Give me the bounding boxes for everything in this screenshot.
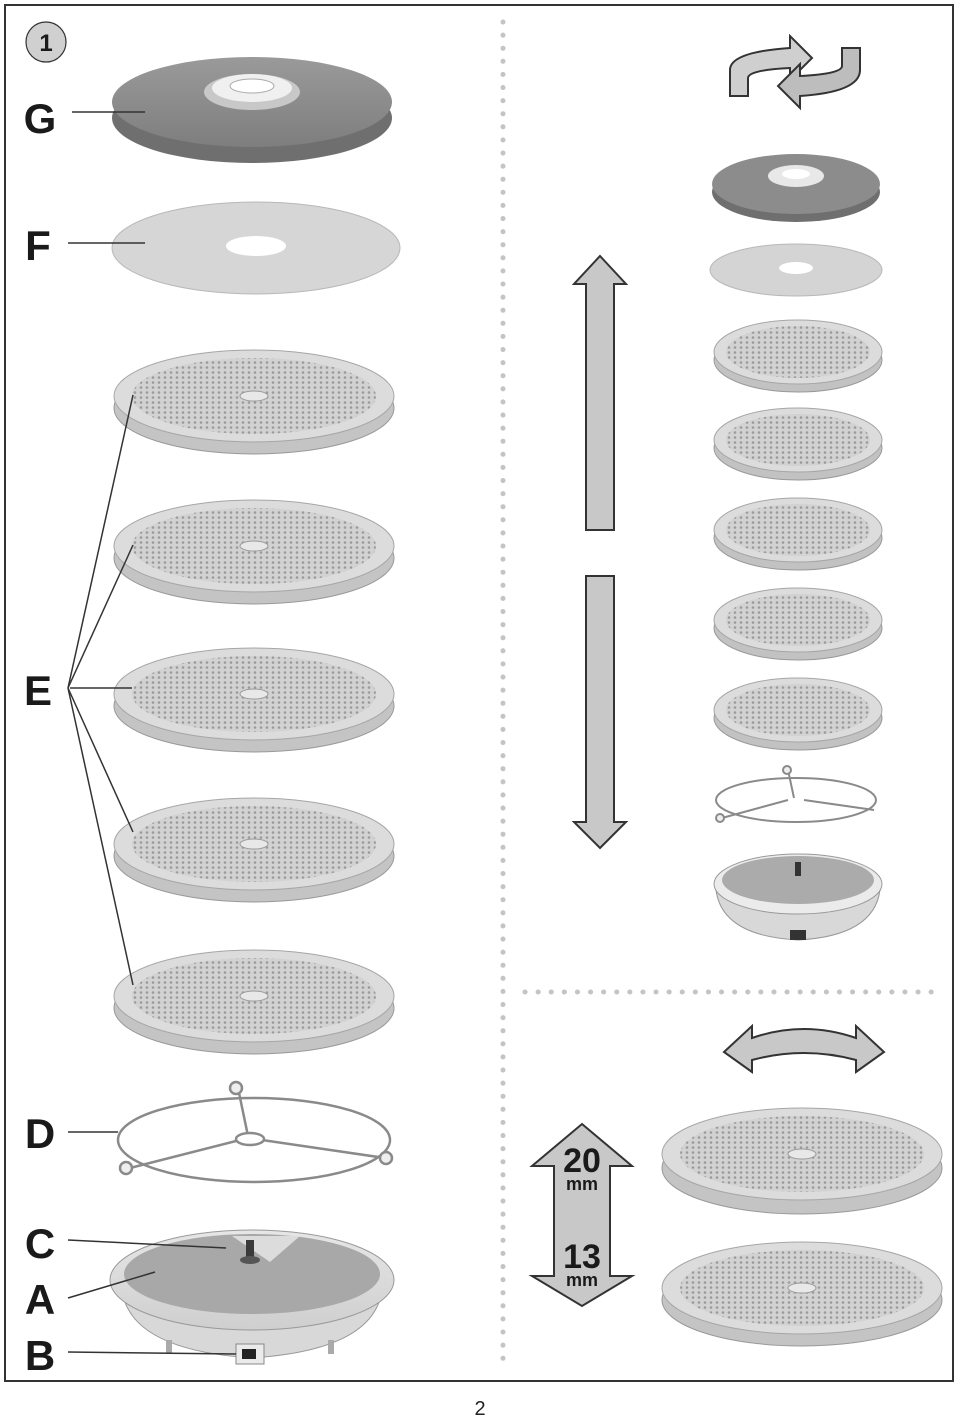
leader-lines xyxy=(67,111,237,1355)
spacing-tray-top xyxy=(661,1107,943,1215)
spacing-high-unit: mm xyxy=(566,1174,598,1194)
stack-tray-5 xyxy=(713,677,883,751)
tray-e-2 xyxy=(113,499,395,605)
figure-number: 1 xyxy=(39,30,52,57)
stack-tray-3 xyxy=(713,497,883,571)
stack-tray-2 xyxy=(713,407,883,481)
stack-sheet xyxy=(709,243,883,297)
spacing-high-value: 20 xyxy=(563,1142,601,1180)
label-e: E xyxy=(24,667,52,714)
tray-e-3 xyxy=(113,647,395,753)
wire-stand-d xyxy=(116,1080,394,1184)
sheet-f xyxy=(111,201,401,295)
height-arrow-icon xyxy=(528,1122,636,1308)
tray-e-4 xyxy=(113,797,395,903)
figure-number-badge: 1 xyxy=(25,21,67,63)
updown-arrow-icon xyxy=(571,254,629,850)
tray-e-5 xyxy=(113,949,395,1055)
spacing-low-unit: mm xyxy=(566,1270,598,1290)
label-g: G xyxy=(24,95,57,142)
label-d: D xyxy=(25,1110,55,1157)
spacing-tray-bottom xyxy=(661,1241,943,1347)
figure-frame xyxy=(4,4,954,1382)
base-unit xyxy=(109,1229,395,1365)
spacing-low-value: 13 xyxy=(563,1238,601,1276)
lid-g xyxy=(112,57,392,163)
stack-tray-4 xyxy=(713,587,883,661)
label-f: F xyxy=(25,222,51,269)
stack-tray-1 xyxy=(713,319,883,393)
label-c: C xyxy=(25,1220,55,1267)
rotate-arrows-icon xyxy=(729,33,861,111)
label-a: A xyxy=(25,1276,55,1323)
swap-arrow-icon xyxy=(722,1023,886,1074)
label-b: B xyxy=(25,1332,55,1379)
tray-e-1 xyxy=(113,349,395,455)
stack-wire-stand xyxy=(715,765,877,823)
stack-base xyxy=(713,853,883,941)
stack-lid xyxy=(712,154,880,222)
page-number: 2 xyxy=(474,1398,486,1420)
